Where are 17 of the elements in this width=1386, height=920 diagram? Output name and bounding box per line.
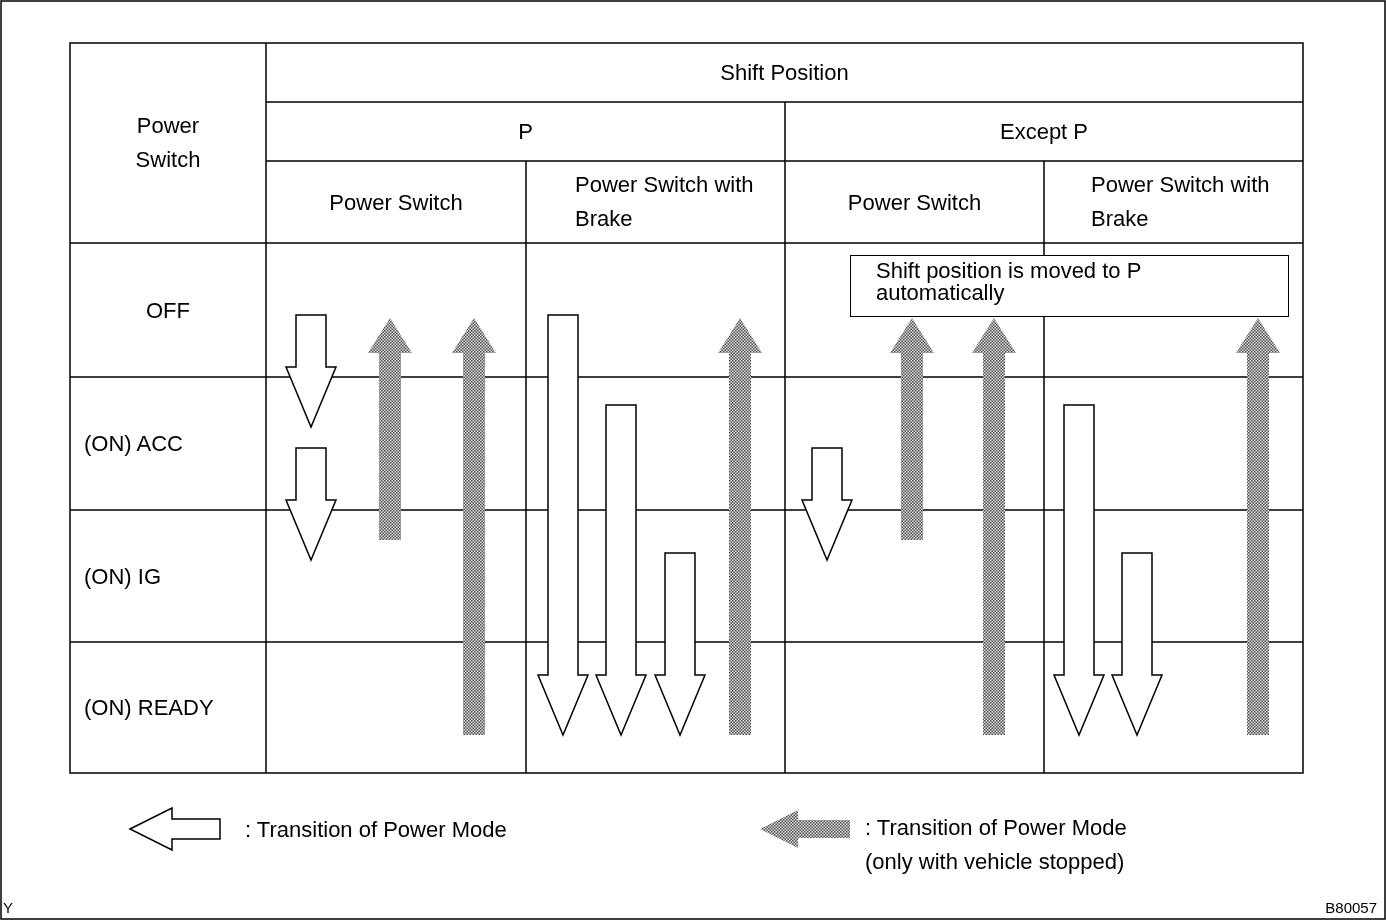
column-header: Power Switch with Brake xyxy=(575,171,755,233)
column-header: P xyxy=(518,118,533,146)
corner-mark: Y xyxy=(3,897,13,918)
row-header: (ON) IG xyxy=(84,562,161,591)
legend-text: : Transition of Power Mode (only with vehicle stopped) xyxy=(865,814,1128,876)
column-header: Power Switch xyxy=(847,188,982,217)
row-header: OFF xyxy=(146,296,190,325)
figure-code: B80057 xyxy=(1325,897,1377,918)
column-header: Except P xyxy=(999,118,1088,146)
note-box: Shift position is moved to P automatically xyxy=(850,255,1289,317)
column-header: Shift Position xyxy=(720,59,849,87)
column-header: Power Switch xyxy=(134,112,202,174)
row-header: (ON) READY xyxy=(84,694,214,722)
legend-text: : Transition of Power Mode xyxy=(245,816,507,844)
column-header: Power Switch with Brake xyxy=(1091,171,1271,233)
row-header: (ON) ACC xyxy=(84,430,183,458)
column-header: Power Switch xyxy=(329,188,463,217)
